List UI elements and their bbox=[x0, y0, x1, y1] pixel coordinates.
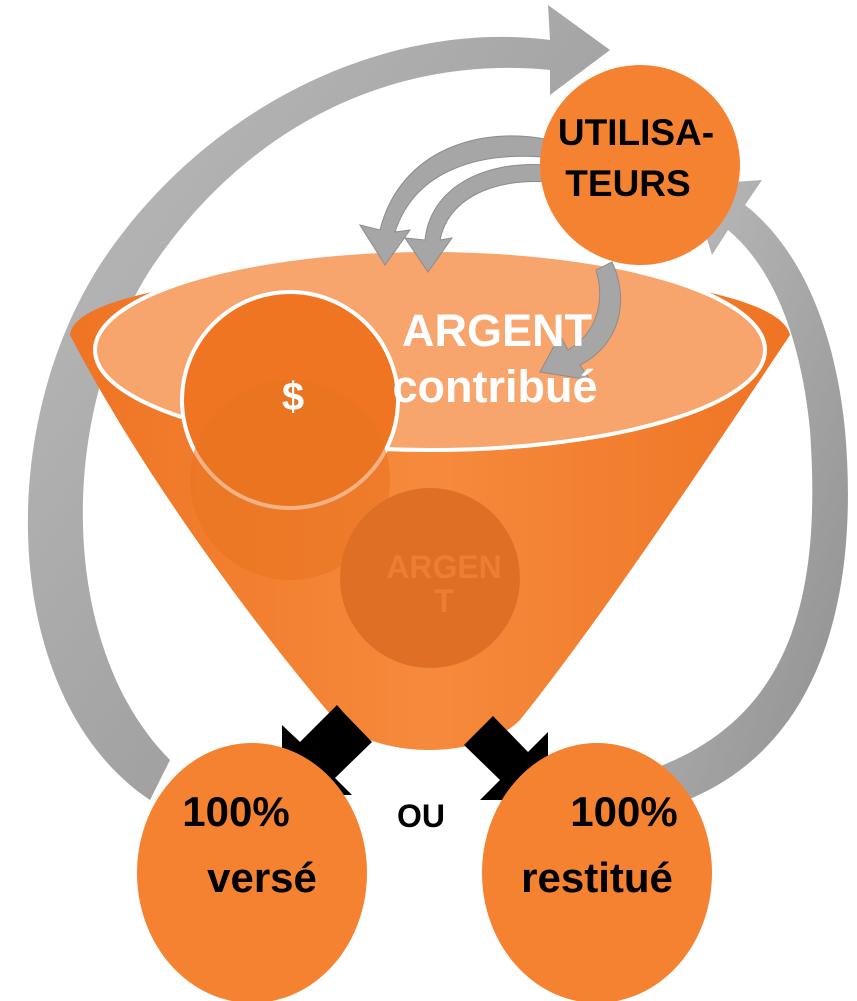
outcome-paid-label: versé bbox=[207, 854, 317, 901]
users-node: UTILISA- TEURS bbox=[540, 65, 740, 265]
return-arrows bbox=[358, 135, 622, 381]
outcome-paid-percent: 100% bbox=[182, 788, 289, 835]
cycle-arrow-left bbox=[27, 5, 610, 800]
inner-coin-line1: ARGEN bbox=[386, 549, 502, 585]
users-label-line2: TEURS bbox=[565, 163, 690, 204]
outcome-paid: 100% versé bbox=[137, 743, 367, 1001]
inner-coin: ARGEN T bbox=[340, 488, 520, 668]
outcome-refunded-percent: 100% bbox=[570, 788, 677, 835]
or-connector: OU bbox=[397, 798, 445, 834]
funnel-label-line2: contribué bbox=[392, 361, 597, 412]
inner-coin-line2: T bbox=[434, 583, 454, 619]
outcome-refunded-label: restitué bbox=[521, 854, 673, 901]
outcome-refunded: 100% restitué bbox=[482, 743, 712, 1001]
dollar-coin: $ bbox=[180, 290, 400, 580]
funnel-label-line1: ARGENT bbox=[402, 305, 592, 356]
cycle-arrow-right bbox=[650, 180, 848, 808]
users-label-line1: UTILISA- bbox=[558, 112, 714, 153]
dollar-sign: $ bbox=[282, 375, 304, 419]
